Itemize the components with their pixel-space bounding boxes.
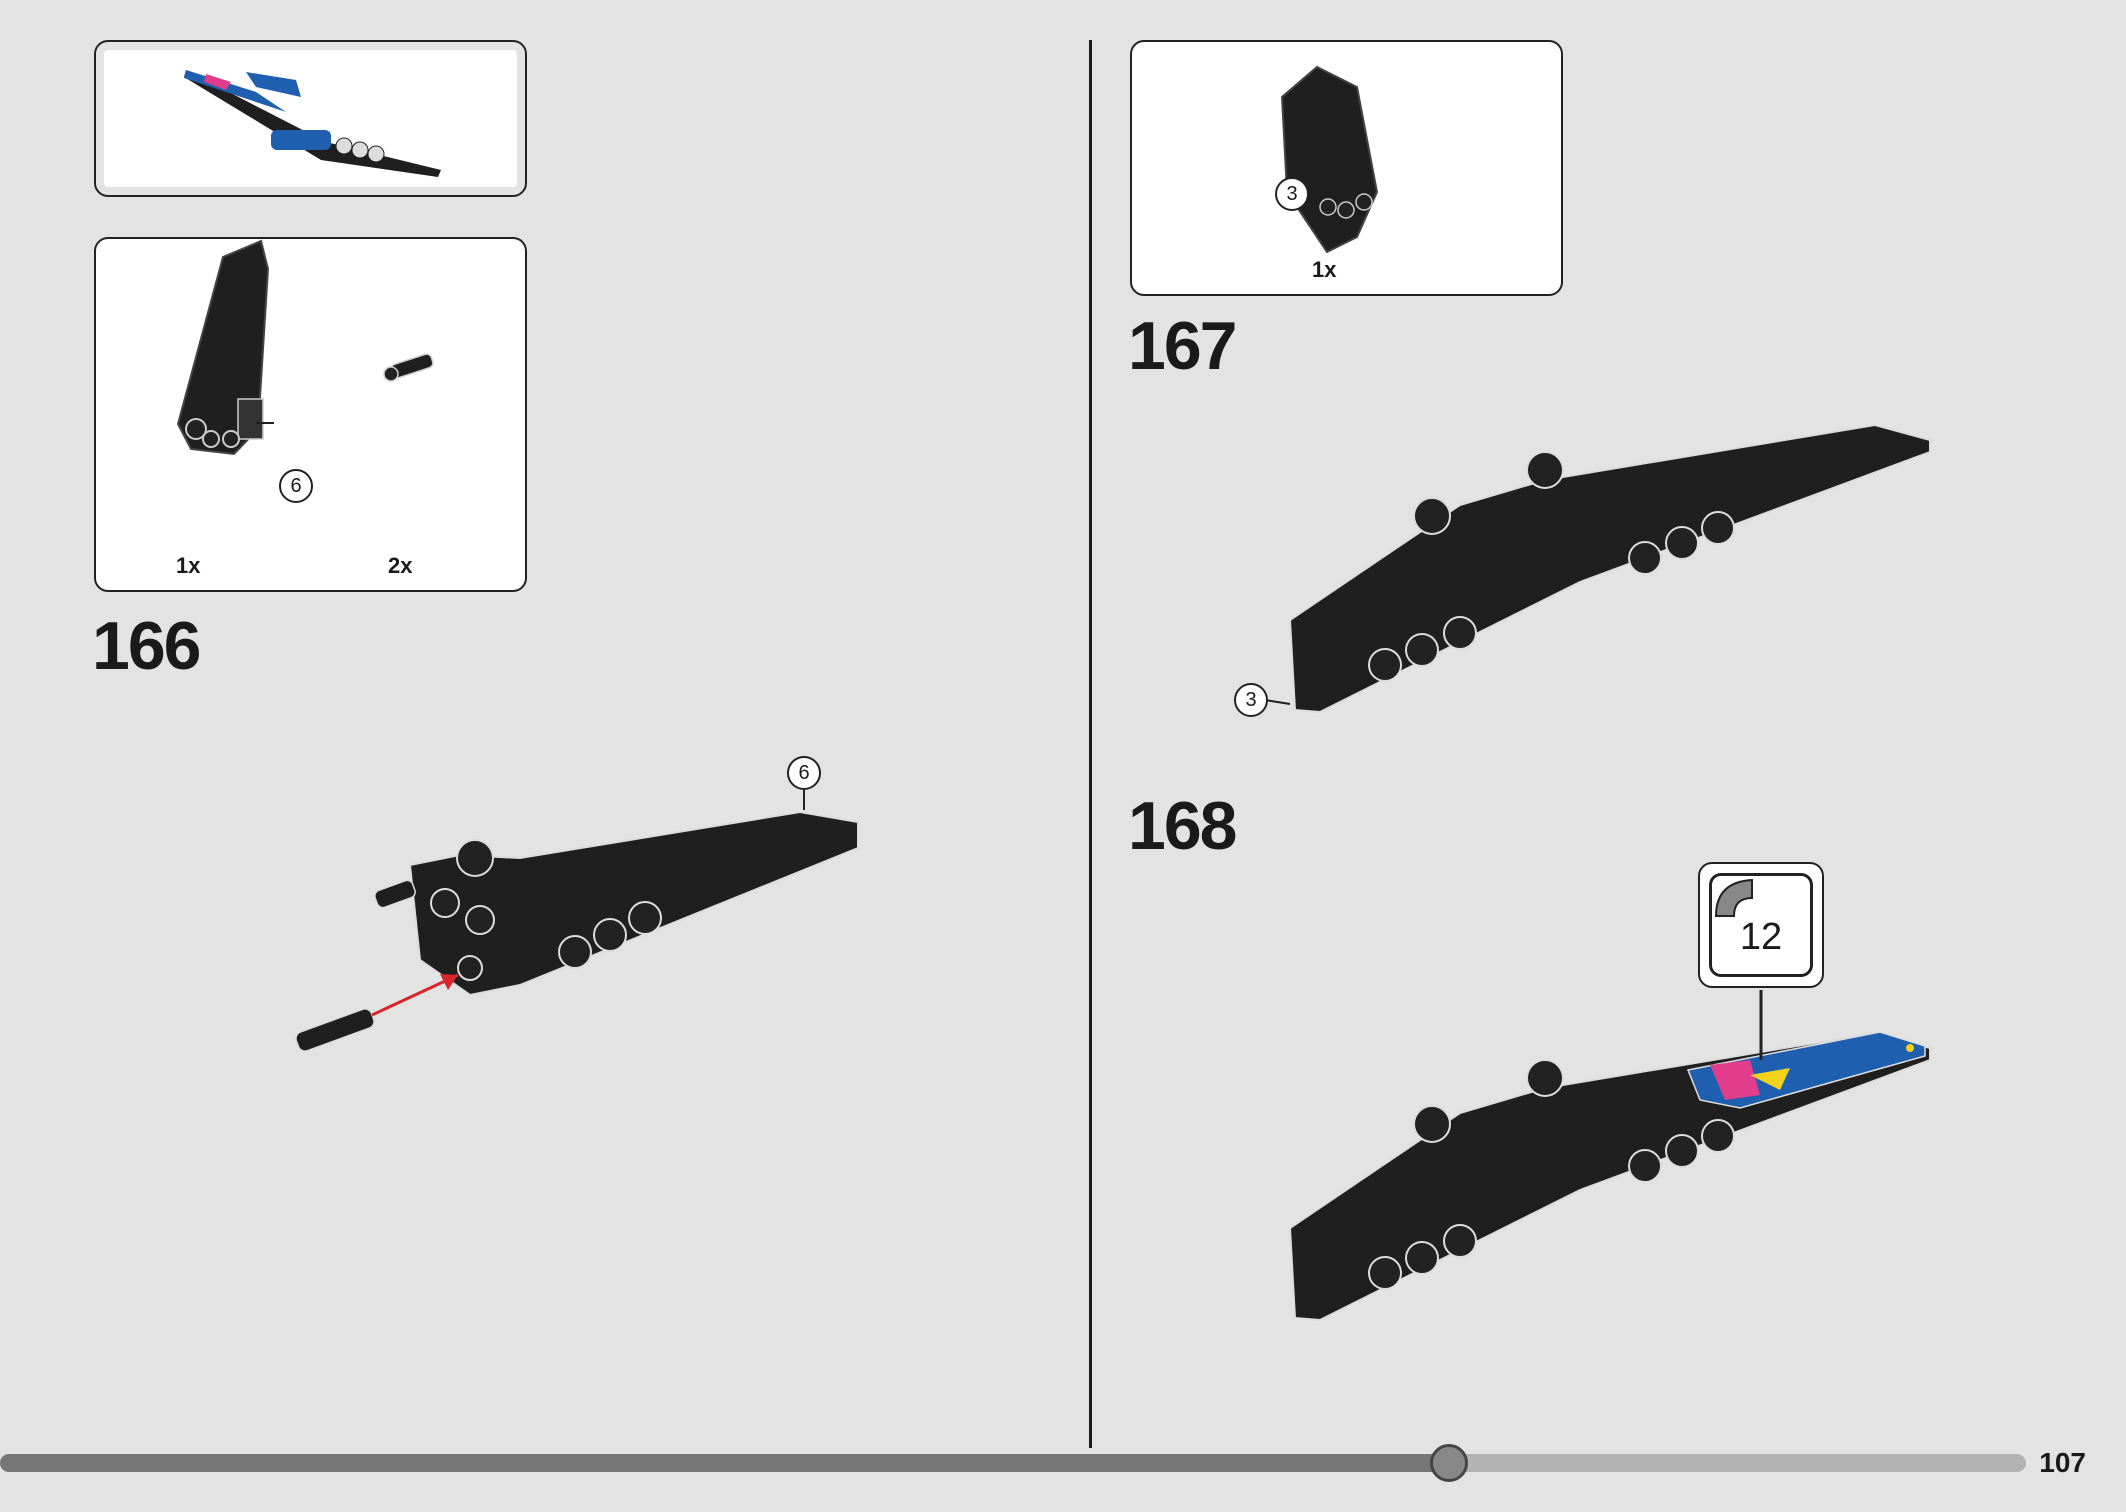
callout-length-6: 6 [279,469,313,503]
callout-length-6: 6 [787,756,821,790]
sticker-number: 12 [1739,916,1783,958]
step-number: 168 [1128,788,1237,864]
submodel-preview-illustration [184,70,441,177]
part-quantity: 1x [1312,257,1337,282]
sticker-peel-icon [1714,878,1753,917]
angled-panel-part-illustration [176,239,274,456]
applied-sticker [1686,1031,1926,1109]
part-quantity: 1x [176,553,201,578]
progress-knob [1430,1444,1468,1482]
submodel-preview-box [94,40,527,197]
parts-box-step-166: 6 1x 2x [94,237,527,592]
part-quantity: 2x [388,553,413,578]
page-number: 107 [2039,1447,2086,1478]
sticker-callout: 12 [1698,862,1824,988]
step-167-assembly-illustration [1264,423,1931,714]
page-divider [1089,40,1092,1448]
sticker-icon [1709,873,1813,977]
parts-box-step-167: 3 1x [1130,40,1563,296]
step-number: 167 [1128,308,1237,384]
angled-panel-part-illustration [1280,65,1379,254]
callout-length-3: 3 [1234,683,1268,717]
progress-fill [0,1454,1449,1472]
pin-part-illustration [383,353,434,382]
callout-length-3: 3 [1275,177,1309,211]
step-number: 166 [92,608,201,684]
step-166-assembly-illustration [295,787,859,1052]
step-168-assembly-illustration [1288,990,1931,1322]
